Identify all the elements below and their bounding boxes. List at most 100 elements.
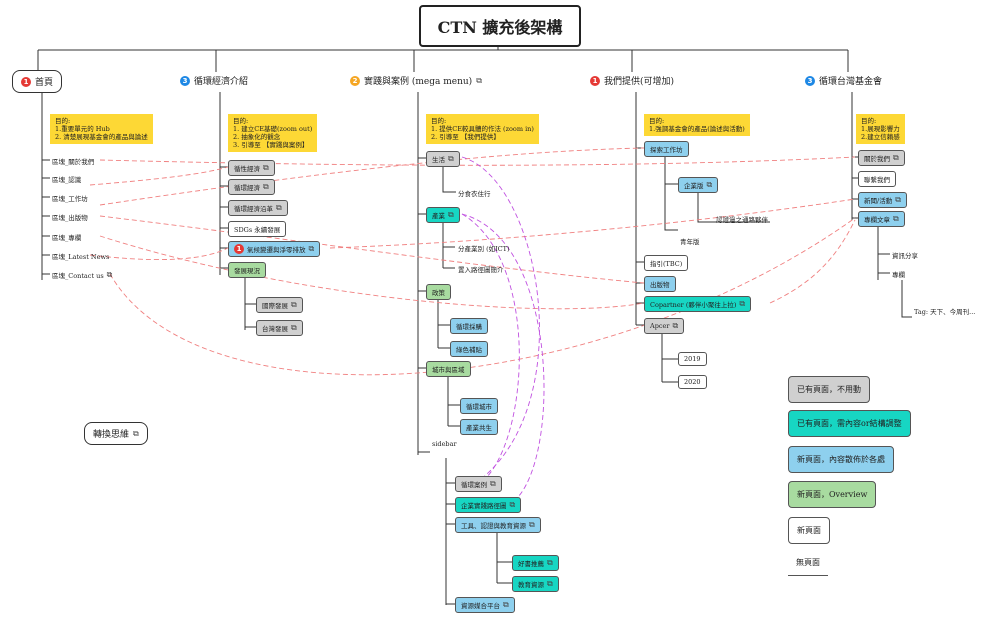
external-link-icon[interactable]: ⧉ bbox=[893, 153, 899, 162]
offer-node-publications[interactable]: 出版物 bbox=[644, 276, 676, 292]
item-label: 教育資源 bbox=[518, 581, 544, 589]
foundation-node-news[interactable]: 新聞/活動⧉ bbox=[858, 192, 907, 208]
practice-node-cases[interactable]: 循環案例⧉ bbox=[455, 476, 502, 492]
offer-node-copartner[interactable]: Copartner (夥伴小聚往上拉)⧉ bbox=[644, 296, 752, 312]
intro-node-taiwan[interactable]: 台灣發展⧉ bbox=[256, 320, 303, 336]
external-link-icon[interactable]: ⧉ bbox=[133, 428, 139, 438]
external-link-icon[interactable]: ⧉ bbox=[509, 500, 516, 509]
button-label: 轉換思維 bbox=[93, 430, 130, 440]
legend-new-scattered: 新頁面，內容散佈於各處 bbox=[788, 446, 894, 473]
practice-industry-sub: 分產業別 (如ICT) bbox=[458, 245, 510, 253]
practice-node-green-subsidy[interactable]: 綠色補貼 bbox=[450, 341, 488, 357]
home-block-learn[interactable]: 區塊_認識 bbox=[52, 176, 82, 184]
offer-node-workshop[interactable]: 探索工作坊 bbox=[644, 141, 689, 157]
home-block-column[interactable]: 區塊_專欄 bbox=[52, 234, 82, 242]
item-label: 區塊_Contact us bbox=[52, 272, 104, 280]
intro-node-status[interactable]: 發展現況 bbox=[228, 262, 266, 278]
item-label: 企業版 bbox=[684, 182, 704, 190]
legend-existing-no-change: 已有頁面，不用動 bbox=[788, 376, 870, 403]
external-link-icon[interactable]: ⧉ bbox=[672, 321, 679, 330]
item-label: 指引(TBC) bbox=[650, 260, 683, 268]
item-label: 政策 bbox=[432, 289, 445, 297]
priority-badge: 2 bbox=[350, 75, 360, 86]
intro-node-circular-economy[interactable]: 循環經濟⧉ bbox=[228, 179, 275, 195]
item-label: 產業共生 bbox=[466, 424, 492, 432]
offer-node-2020[interactable]: 2020 bbox=[678, 375, 707, 389]
offer-node-enterprise[interactable]: 企業版⧉ bbox=[678, 177, 719, 193]
home-block-workshop[interactable]: 區塊_工作坊 bbox=[52, 195, 88, 203]
external-link-icon[interactable]: ⧉ bbox=[476, 75, 482, 85]
foundation-node-about[interactable]: 關於我們⧉ bbox=[858, 150, 905, 166]
section-label: 實踐與案例 (mega menu) bbox=[364, 77, 473, 87]
external-link-icon[interactable]: ⧉ bbox=[739, 299, 746, 308]
mindmap-link-button[interactable]: 轉換思維⧉ bbox=[84, 422, 148, 445]
item-label: 生活 bbox=[432, 156, 445, 164]
external-link-icon[interactable]: ⧉ bbox=[547, 558, 553, 567]
practice-node-sidebar[interactable]: sidebar bbox=[432, 440, 457, 448]
external-link-icon[interactable]: ⧉ bbox=[291, 300, 297, 309]
home-block-contact[interactable]: 區塊_Contact us⧉ bbox=[52, 270, 112, 280]
section-label: 循環台灣基金會 bbox=[819, 77, 883, 87]
section-practice[interactable]: 2 實踐與案例 (mega menu) ⧉ bbox=[350, 74, 482, 87]
external-link-icon[interactable]: ⧉ bbox=[706, 180, 713, 189]
practice-node-city[interactable]: 城市與區域 bbox=[426, 361, 471, 377]
external-link-icon[interactable]: ⧉ bbox=[448, 210, 454, 219]
practice-node-policy[interactable]: 政策 bbox=[426, 284, 451, 300]
external-link-icon[interactable]: ⧉ bbox=[106, 270, 113, 279]
external-link-icon[interactable]: ⧉ bbox=[308, 244, 315, 253]
home-block-publications[interactable]: 區塊_出版物 bbox=[52, 214, 88, 222]
external-link-icon[interactable]: ⧉ bbox=[448, 154, 454, 163]
practice-node-tools[interactable]: 工具、認證與教育資源⧉ bbox=[455, 517, 541, 533]
section-label: 循環經濟介紹 bbox=[194, 77, 249, 87]
section-foundation[interactable]: 3 循環台灣基金會 bbox=[805, 74, 882, 87]
external-link-icon[interactable]: ⧉ bbox=[529, 520, 535, 529]
item-label: 國際發展 bbox=[262, 302, 288, 310]
practice-node-education[interactable]: 教育資源⧉ bbox=[512, 576, 559, 592]
external-link-icon[interactable]: ⧉ bbox=[291, 323, 297, 332]
practice-node-symbiosis[interactable]: 產業共生 bbox=[460, 419, 498, 435]
page-title: CTN 擴充後架構 bbox=[419, 5, 581, 47]
intro-node-history[interactable]: 循環經濟沿革⧉ bbox=[228, 200, 288, 216]
external-link-icon[interactable]: ⧉ bbox=[895, 195, 901, 204]
legend-no-page: 無頁面 bbox=[788, 550, 828, 576]
external-link-icon[interactable]: ⧉ bbox=[490, 479, 496, 488]
item-label: 循性經濟 bbox=[234, 165, 260, 173]
foundation-tag: Tag: 天下、今周刊... bbox=[914, 308, 976, 316]
item-label: 2020 bbox=[684, 378, 701, 386]
intro-node-international[interactable]: 國際發展⧉ bbox=[256, 297, 303, 313]
external-link-icon[interactable]: ⧉ bbox=[263, 163, 269, 172]
foundation-node-column[interactable]: 專欄文章⧉ bbox=[858, 211, 905, 227]
home-block-about[interactable]: 區塊_關於我們 bbox=[52, 158, 95, 166]
offer-certified-partners: 認證過之通路夥伴 bbox=[716, 216, 768, 224]
practice-node-roadmap[interactable]: 企業實踐路徑圖⧉ bbox=[455, 497, 522, 513]
item-label: 循環採購 bbox=[456, 323, 482, 331]
section-label: 我們提供(可增加) bbox=[604, 77, 675, 87]
practice-node-circular-city[interactable]: 循環城市 bbox=[460, 398, 498, 414]
external-link-icon[interactable]: ⧉ bbox=[547, 579, 553, 588]
external-link-icon[interactable]: ⧉ bbox=[263, 182, 269, 191]
practice-node-matching[interactable]: 資源媒合平台⧉ bbox=[455, 597, 515, 613]
section-home[interactable]: 1 首頁 bbox=[12, 70, 63, 93]
intro-node-sdgs[interactable]: SDGs 永續發展 bbox=[228, 221, 287, 237]
item-label: 台灣發展 bbox=[262, 325, 288, 333]
practice-life-sub: 分食衣住行 bbox=[458, 190, 491, 198]
offer-node-2019[interactable]: 2019 bbox=[678, 352, 707, 366]
external-link-icon[interactable]: ⧉ bbox=[503, 600, 509, 609]
offer-node-guide[interactable]: 指引(TBC) bbox=[644, 255, 689, 271]
intro-node-circular-nature[interactable]: 循性經濟⧉ bbox=[228, 160, 275, 176]
practice-node-green-procurement[interactable]: 循環採購 bbox=[450, 318, 488, 334]
practice-node-life[interactable]: 生活⧉ bbox=[426, 151, 460, 167]
offer-node-apcer[interactable]: Apcer⧉ bbox=[644, 318, 685, 334]
foundation-node-contact[interactable]: 聯繫我們 bbox=[858, 171, 896, 187]
section-intro[interactable]: 3 循環經濟介紹 bbox=[180, 74, 248, 87]
home-block-latest-news[interactable]: 區塊_Latest News bbox=[52, 253, 110, 261]
item-label: 新聞/活動 bbox=[864, 197, 893, 205]
practice-node-industry[interactable]: 產業⧉ bbox=[426, 207, 460, 223]
section-offer[interactable]: 1 我們提供(可增加) bbox=[590, 74, 674, 87]
external-link-icon[interactable]: ⧉ bbox=[893, 214, 899, 223]
practice-node-books[interactable]: 好書推薦⧉ bbox=[512, 555, 559, 571]
item-label: 循環經濟沿革 bbox=[234, 205, 273, 213]
external-link-icon[interactable]: ⧉ bbox=[276, 203, 282, 212]
item-label: SDGs 永續發展 bbox=[234, 226, 281, 234]
